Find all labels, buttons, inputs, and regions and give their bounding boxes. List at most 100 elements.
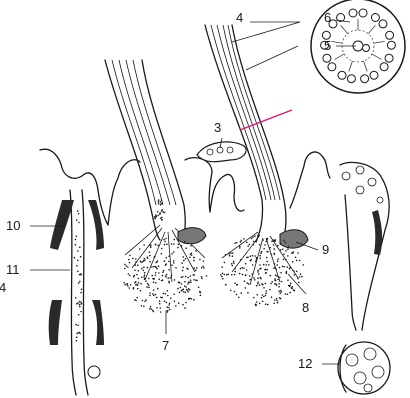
stipple-dot	[164, 244, 166, 246]
stipple-dot	[186, 268, 188, 270]
stipple-dot	[155, 262, 157, 264]
stipple-dot	[162, 209, 164, 211]
stipple-dot	[141, 268, 143, 270]
stipple-dot	[221, 276, 223, 278]
stipple-dot	[174, 239, 176, 241]
band-10a	[50, 200, 74, 250]
stipple-dot	[222, 273, 224, 275]
stipple-dot	[143, 276, 145, 278]
stipple-dot	[287, 248, 289, 250]
stipple-dot	[263, 287, 265, 289]
stipple-dot	[135, 284, 137, 286]
stipple-dot	[256, 239, 258, 241]
stipple-dot	[137, 264, 139, 266]
stipple-dot	[182, 276, 184, 278]
stipple-dot	[166, 244, 168, 246]
stipple-dot	[252, 237, 254, 239]
stipple-dot	[163, 239, 165, 241]
stipple-dot	[301, 276, 303, 278]
stipple-dot	[171, 264, 173, 266]
stipple-dot	[74, 257, 76, 259]
stipple-dot	[185, 258, 187, 260]
stipple-dot	[267, 238, 269, 240]
stipple-dot	[165, 257, 167, 259]
stipple-dot	[222, 278, 224, 280]
stipple-dot	[242, 274, 244, 276]
stipple-dot	[128, 259, 130, 261]
stipple-dot	[267, 251, 269, 253]
stipple-dot	[158, 201, 160, 203]
label-3: 3	[214, 120, 221, 135]
stipple-dot	[151, 275, 153, 277]
stipple-dot	[80, 256, 82, 258]
stipple-dot	[253, 244, 255, 246]
label-11: 11	[6, 262, 20, 277]
stipple-dot	[286, 266, 288, 268]
stipple-dot	[77, 250, 79, 252]
stipple-dot	[141, 305, 143, 307]
stipple-dot	[269, 289, 271, 291]
stipple-dot	[292, 261, 294, 263]
stipple-dot	[123, 282, 125, 284]
stipple-dot	[142, 300, 144, 302]
stipple-dot	[187, 277, 189, 279]
stipple-dot	[166, 274, 168, 276]
stipple-dot	[187, 290, 189, 292]
stipple-dot	[76, 333, 78, 335]
stipple-dot	[275, 280, 277, 282]
stipple-dot	[170, 277, 172, 279]
stipple-dot	[248, 283, 250, 285]
stipple-dot	[167, 295, 169, 297]
stipple-dot	[155, 275, 157, 277]
stipple-dot	[200, 294, 202, 296]
stipple-dot	[173, 243, 175, 245]
stipple-dot	[300, 273, 302, 275]
stipple-dot	[287, 255, 289, 257]
stipple-dot	[234, 271, 236, 273]
stipple-dot	[280, 242, 282, 244]
stipple-dot	[240, 259, 242, 261]
stipple-dot	[75, 324, 77, 326]
stipple-dot	[130, 284, 132, 286]
stipple-dot	[148, 287, 150, 289]
stipple-dot	[277, 245, 279, 247]
stipple-dot	[273, 248, 275, 250]
stipple-dot	[264, 244, 266, 246]
stipple-dot	[78, 314, 80, 316]
doublet-tubule	[386, 31, 394, 39]
stipple-dot	[283, 254, 285, 256]
stipple-dot	[239, 246, 241, 248]
stipple-dot	[157, 245, 159, 247]
stipple-dot	[249, 244, 251, 246]
stipple-dot	[202, 266, 204, 268]
stipple-dot	[190, 281, 192, 283]
stipple-dot	[169, 309, 171, 311]
stipple-dot	[276, 298, 278, 300]
stipple-dot	[274, 253, 276, 255]
stipple-dot	[149, 308, 151, 310]
stipple-dot	[279, 277, 281, 279]
stipple-dot	[274, 302, 276, 304]
stipple-dot	[160, 307, 162, 309]
stipple-dot	[134, 275, 136, 277]
stipple-dot	[226, 274, 228, 276]
stipple-dot	[171, 275, 173, 277]
central-pair-2	[363, 45, 370, 52]
stipple-dot	[145, 280, 147, 282]
stipple-dot	[170, 298, 172, 300]
stipple-dot	[261, 297, 263, 299]
section-marker	[240, 110, 292, 130]
stipple-dot	[137, 278, 139, 280]
stipple-dot	[181, 283, 183, 285]
stipple-dot	[277, 258, 279, 260]
stipple-dot	[160, 297, 162, 299]
stipple-dot	[182, 270, 184, 272]
stipple-dot	[132, 258, 134, 260]
stipple-dot	[78, 213, 80, 215]
stipple-dot	[236, 242, 238, 244]
stipple-dot	[230, 252, 232, 254]
doublet-tubule	[338, 71, 346, 79]
stipple-dot	[289, 292, 291, 294]
stipple-dot	[250, 255, 252, 257]
stipple-dot	[173, 262, 175, 264]
